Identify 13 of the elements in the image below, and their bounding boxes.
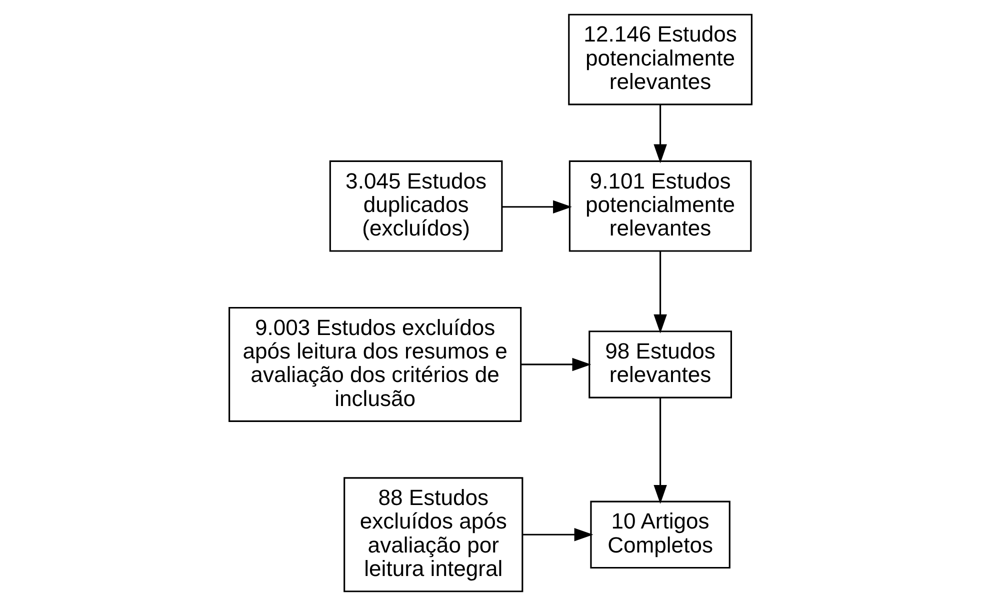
node-box: 98 Estudos relevantes <box>588 330 732 398</box>
arrow <box>654 398 667 504</box>
node-box: 88 Estudos excluídos após avaliação por leitura integral <box>344 477 524 592</box>
node-box: 12.146 Estudos potencialmente relevantes <box>568 14 752 106</box>
arrow <box>654 104 667 164</box>
node-box: 10 Artigos Completos <box>590 500 730 569</box>
arrow <box>502 200 572 214</box>
node-box: 9.003 Estudos excluídos após leitura dos resumos e avaliação dos critérios de inclusão <box>228 306 522 422</box>
node-box: 9.101 Estudos potencialmente relevantes <box>568 160 752 252</box>
arrow <box>521 358 592 372</box>
node-box: 3.045 Estudos duplicados (excluídos) <box>329 160 503 252</box>
arrow <box>523 528 594 542</box>
arrow <box>654 251 667 334</box>
